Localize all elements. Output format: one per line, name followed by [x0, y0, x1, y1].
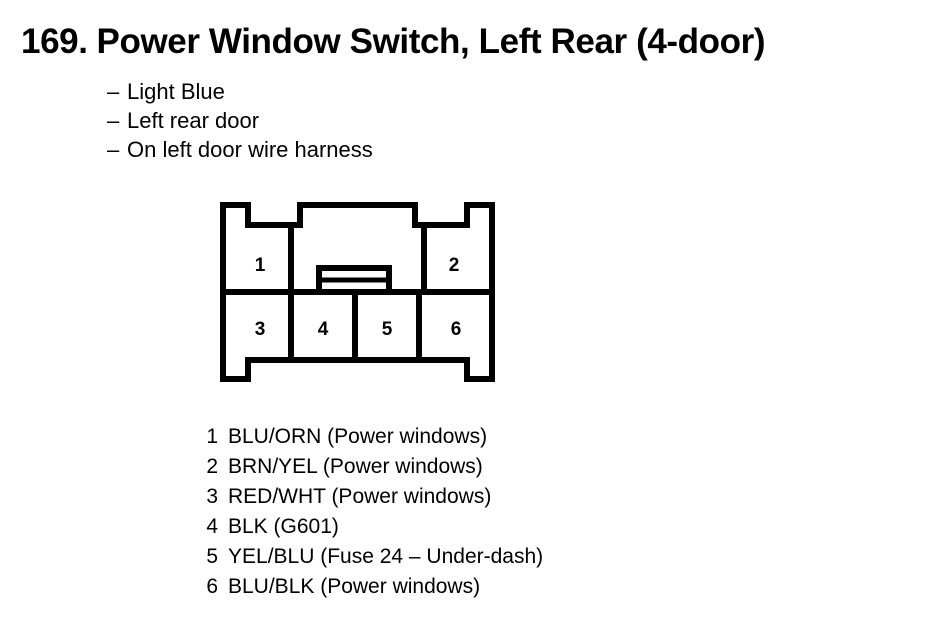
pin-circuit: BLU/ORN (Power windows)	[228, 425, 488, 448]
attribute-location: Left rear door	[127, 108, 260, 133]
page-title-number: 169.	[21, 22, 88, 61]
pin-number: 5	[206, 545, 218, 568]
list-item: 1 BLU/ORN (Power windows)	[196, 422, 543, 452]
list-item: –Left rear door	[107, 106, 373, 135]
pin-circuit: BRN/YEL (Power windows)	[228, 455, 483, 478]
pin-number: 3	[206, 485, 218, 508]
pin-number: 1	[206, 425, 218, 448]
cavity-number-4: 4	[318, 319, 329, 340]
list-item: 6 BLU/BLK (Power windows)	[196, 572, 543, 602]
list-item: 2 BRN/YEL (Power windows)	[196, 452, 543, 482]
pin-number: 6	[206, 575, 218, 598]
pin-circuit: YEL/BLU (Fuse 24 – Under-dash)	[228, 545, 544, 568]
pin-circuit: BLK (G601)	[228, 515, 339, 538]
cavity-number-5: 5	[382, 319, 393, 340]
connector-svg: 1 2 3 4 5 6	[220, 202, 495, 382]
dash-bullet-icon: –	[107, 137, 120, 162]
connector-attribute-list: –Light Blue –Left rear door –On left doo…	[107, 77, 373, 164]
dash-bullet-icon: –	[107, 108, 120, 133]
cavity-number-3: 3	[255, 319, 266, 340]
cavity-number-1: 1	[255, 255, 266, 276]
pin-circuit: BLU/BLK (Power windows)	[228, 575, 481, 598]
page-title: 169.Power Window Switch, Left Rear (4-do…	[21, 22, 766, 61]
pin-number: 2	[206, 455, 218, 478]
list-item: 3 RED/WHT (Power windows)	[196, 482, 543, 512]
list-item: 5 YEL/BLU (Fuse 24 – Under-dash)	[196, 542, 543, 572]
connector-diagram: 1 2 3 4 5 6	[220, 196, 495, 388]
pin-circuit: RED/WHT (Power windows)	[228, 485, 492, 508]
pin-number: 4	[206, 515, 218, 538]
attribute-color: Light Blue	[127, 79, 225, 104]
connector-outline	[220, 202, 495, 382]
attribute-harness: On left door wire harness	[127, 137, 373, 162]
cavity-number-2: 2	[449, 255, 460, 276]
list-item: 4 BLK (G601)	[196, 512, 543, 542]
dash-bullet-icon: –	[107, 79, 120, 104]
list-item: –Light Blue	[107, 77, 373, 106]
page-title-text: Power Window Switch, Left Rear (4-door)	[96, 22, 766, 61]
pin-legend: 1 BLU/ORN (Power windows) 2 BRN/YEL (Pow…	[196, 422, 543, 602]
list-item: –On left door wire harness	[107, 135, 373, 164]
cavity-number-6: 6	[451, 319, 462, 340]
